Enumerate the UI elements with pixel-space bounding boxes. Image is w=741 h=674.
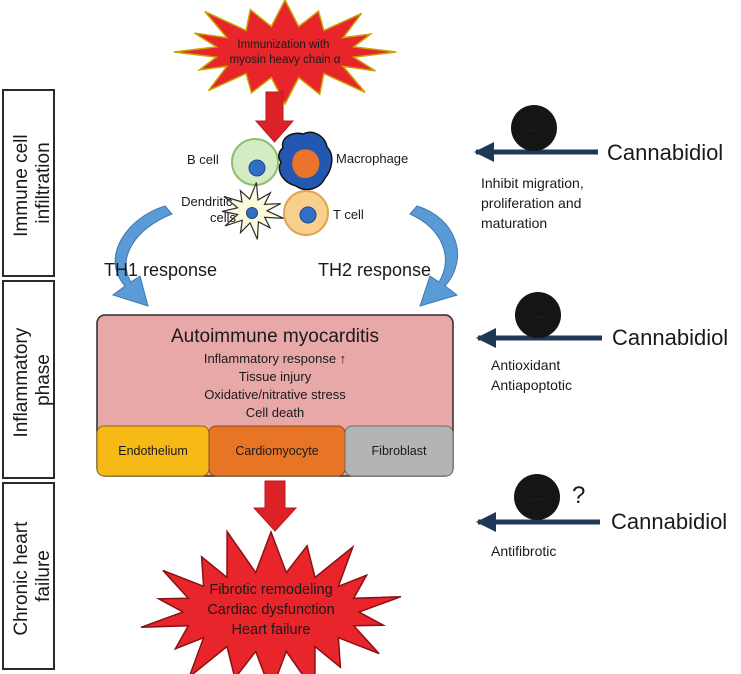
outcome-line: Cardiac dysfunction [207, 602, 334, 618]
myocarditis-title: Autoimmune myocarditis [171, 326, 379, 347]
myocarditis-line: Inflammatory response ↑ [204, 351, 346, 366]
fibroblast-label: Fibroblast [372, 444, 427, 458]
cannabidiol-label: Cannabidiol [612, 325, 728, 350]
phase-label-inflammatory: Inflammatory phase [11, 322, 54, 437]
inhibitor-symbol: – [531, 300, 545, 330]
fibroblast-box [344, 425, 454, 477]
b-cell-label: B cell [187, 152, 219, 167]
th2-label: TH2 response [318, 260, 431, 280]
outcome-line: Fibrotic remodeling [209, 582, 332, 598]
immune-cells: B cell Macrophage Dendritic cells T cell [181, 131, 408, 240]
outcome-burst-shape [140, 529, 402, 674]
t-cell-label: T cell [333, 207, 364, 222]
cannabidiol-inhibitor-chronic: – ? Cannabidiol Antifibrotic [476, 474, 727, 559]
macrophage-nucleus [292, 149, 320, 178]
inhibitor-symbol: – [530, 482, 544, 512]
b-cell-nucleus [248, 159, 266, 177]
dendritic-cell [221, 182, 285, 240]
heart-failure-outcome: Fibrotic remodeling Cardiac dysfunction … [140, 529, 402, 674]
myocarditis-line: Tissue injury [239, 369, 312, 384]
outcome-line: Heart failure [232, 622, 311, 638]
inhibitor-effects: Antifibrotic [491, 543, 556, 559]
phase-box-immune [2, 89, 55, 277]
trigger-down-arrow [254, 91, 295, 143]
t-cell [283, 190, 329, 236]
inhibitor-circle [514, 474, 560, 520]
endothelium-label: Endothelium [118, 444, 188, 458]
th2-curve-arrow [409, 205, 459, 307]
th1-label: TH1 response [104, 260, 217, 280]
cannabidiol-inhibitor-immune: – Cannabidiol Inhibit migration, prolife… [474, 105, 723, 231]
dendritic-nucleus [246, 207, 258, 219]
cannabidiol-label: Cannabidiol [611, 509, 727, 534]
inhibitor-circle [511, 105, 557, 151]
cardiomyocyte-label: Cardiomyocyte [235, 444, 318, 458]
dendritic-label: Dendritic cells [181, 194, 236, 225]
phase-box-inflammatory [2, 280, 55, 479]
phase-box-chronic [2, 482, 55, 670]
inhibitor-effects: Inhibit migration, proliferation and mat… [481, 175, 588, 231]
th1-curve-arrow [111, 205, 173, 307]
macrophage-label: Macrophage [336, 151, 408, 166]
outcome-down-arrow [252, 480, 298, 532]
cannabidiol-inhibitor-inflammatory: – Cannabidiol Antioxidant Antiapoptotic [476, 292, 728, 393]
t-cell-nucleus [299, 206, 317, 224]
inhibitor-effects: Antioxidant Antiapoptotic [491, 357, 572, 393]
trigger-burst-shape [173, 0, 397, 106]
immunization-trigger: Immunization with myosin heavy chain α [173, 0, 397, 106]
macrophage [278, 131, 333, 191]
myocarditis-line: Oxidative/nitrative stress [204, 387, 346, 402]
myocarditis-line: Cell death [246, 405, 305, 420]
phase-label-chronic: Chronic heart failure [11, 516, 54, 635]
myocarditis-panel: Autoimmune myocarditis Inflammatory resp… [96, 314, 454, 477]
b-cell [231, 138, 279, 186]
question-mark: ? [572, 482, 585, 509]
inhibitor-symbol: – [527, 113, 541, 143]
phase-column: Immune cell infiltration Inflammatory ph… [2, 89, 55, 670]
phase-label-immune: Immune cell infiltration [11, 129, 54, 237]
cannabidiol-label: Cannabidiol [607, 140, 723, 165]
inhibitor-circle [515, 292, 561, 338]
trigger-label: Immunization with myosin heavy chain α [230, 39, 341, 66]
